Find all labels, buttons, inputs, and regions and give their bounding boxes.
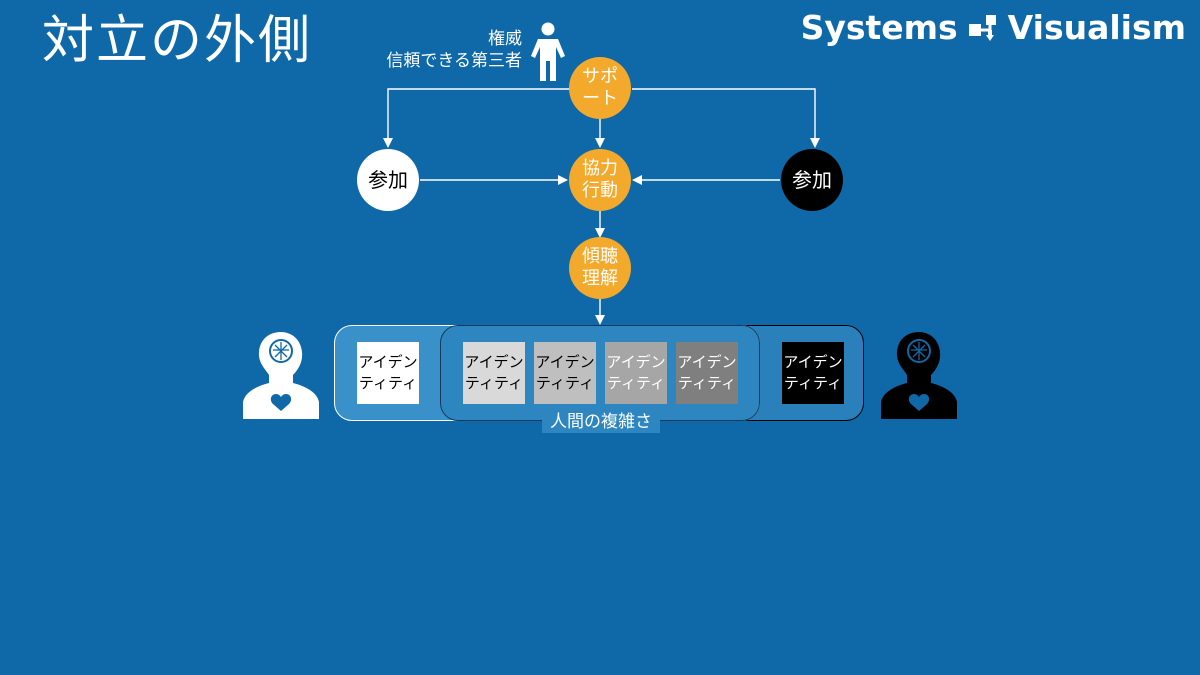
participate-left-node: 参加 [357, 149, 419, 211]
standing-person-icon [531, 22, 565, 81]
support-line2: ート [582, 88, 618, 109]
identity-box-1-line2: ティティ [358, 374, 418, 392]
cooperate-line2: 行動 [582, 180, 618, 201]
identity-box-4: アイデン ティティ [605, 342, 667, 404]
identity-box-3: アイデン ティティ [534, 342, 596, 404]
cooperate-line1: 協力 [582, 158, 618, 179]
support-line1: サポ [582, 66, 618, 87]
identity-box-5-line1: アイデン [677, 353, 737, 371]
support-node: サポ ート [569, 57, 631, 119]
identity-box-4-line2: ティティ [606, 374, 666, 392]
identity-box-3-line1: アイデン [535, 353, 595, 371]
identity-box-6: アイデン ティティ [782, 342, 844, 404]
systems-visualism-logo-icon [968, 15, 996, 41]
human-complexity-label: 人間の複雑さ [542, 411, 660, 433]
identity-box-1: アイデン ティティ [357, 342, 419, 404]
identity-box-2-line2: ティティ [464, 374, 524, 392]
participate-right-node: 参加 [781, 149, 843, 211]
brand-logo: Systems Visualism [801, 8, 1186, 48]
page-title: 対立の外側 [42, 11, 313, 71]
identity-box-4-line1: アイデン [606, 353, 666, 371]
identity-box-6-line2: ティティ [783, 374, 843, 392]
authority-subtitle: 信頼できる第三者 [386, 51, 522, 71]
listen-line2: 理解 [582, 268, 618, 289]
cooperate-node: 協力 行動 [569, 149, 631, 211]
listen-node: 傾聴 理解 [569, 237, 631, 299]
identity-box-5: アイデン ティティ [676, 342, 738, 404]
listen-line1: 傾聴 [582, 246, 618, 267]
brand-left: Systems [800, 8, 958, 47]
person-brain-heart-icon-white [243, 332, 319, 419]
identity-box-2: アイデン ティティ [463, 342, 525, 404]
participate-right-label: 参加 [792, 168, 832, 192]
participate-left-label: 参加 [368, 168, 408, 192]
identity-box-6-line1: アイデン [783, 353, 843, 371]
authority-title: 権威 [488, 29, 522, 49]
brand-right: Visualism [1007, 8, 1186, 47]
authority-label: 権威 信頼できる第三者 [386, 28, 522, 72]
identity-box-1-line1: アイデン [358, 353, 418, 371]
identity-box-3-line2: ティティ [535, 374, 595, 392]
identity-box-5-line2: ティティ [677, 374, 737, 392]
identity-box-2-line1: アイデン [464, 353, 524, 371]
person-brain-heart-icon-black [881, 332, 957, 419]
